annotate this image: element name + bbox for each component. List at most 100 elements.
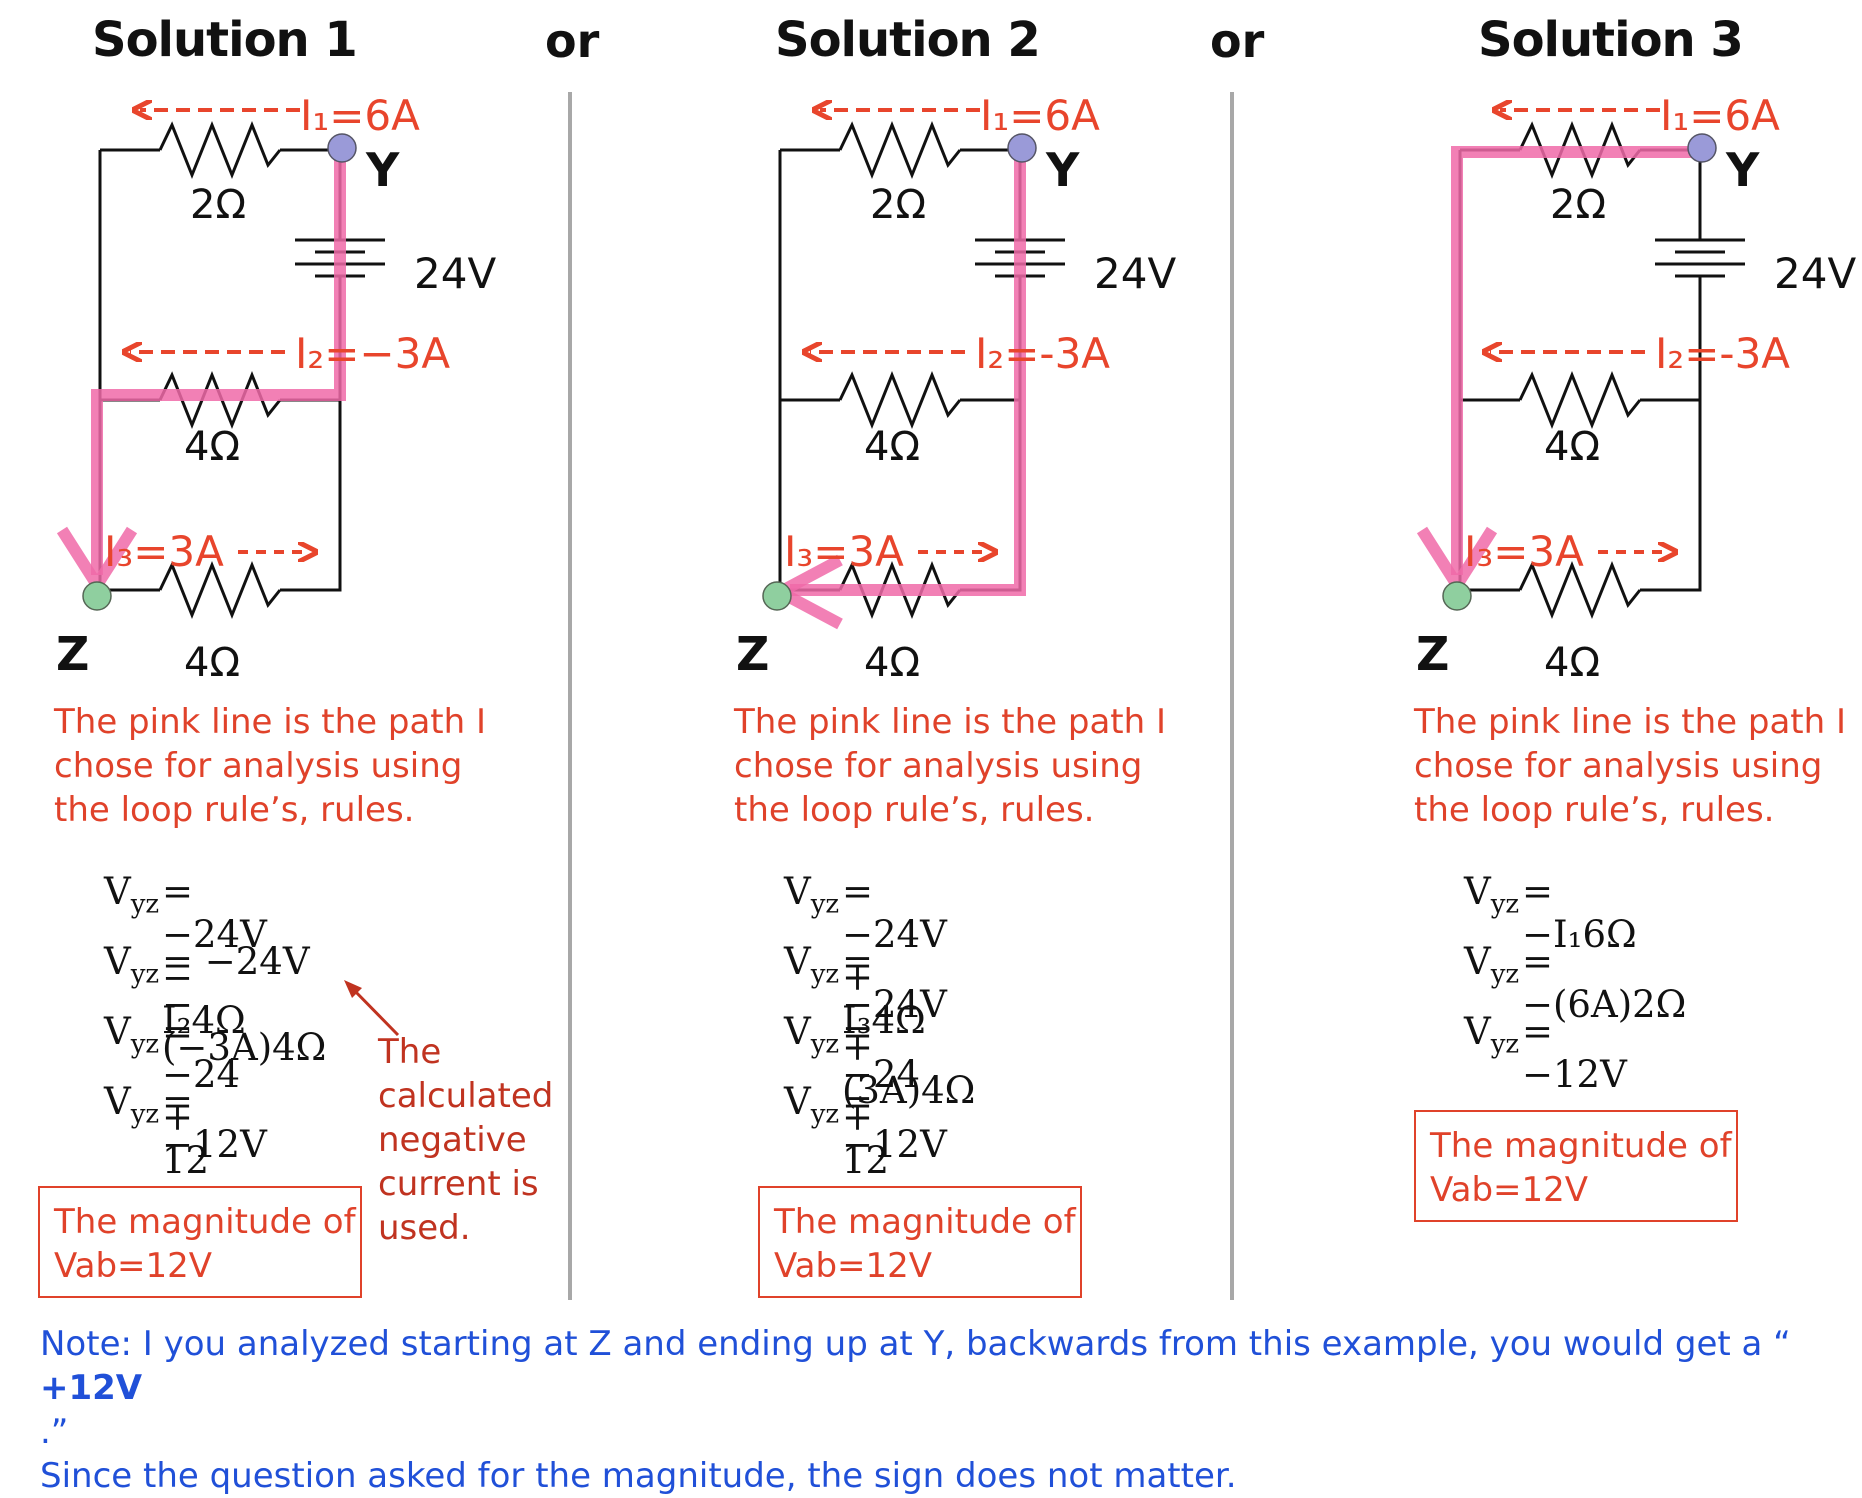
circuit-diagram-2: I₁=6A I₂=-3A I₃=3A 2Ω 4Ω 4Ω 24V Y Z — [736, 91, 1176, 686]
i3-label: I₃=3A — [1464, 527, 1584, 576]
divider-right — [1230, 92, 1234, 1300]
magnitude-box-3: The magnitude of Vab=12V — [1414, 1110, 1738, 1222]
description-line-3: the loop rule’s, rules. — [1414, 790, 1775, 830]
magnitude-line-1: The magnitude of — [774, 1202, 1076, 1242]
description-line-2: chose for analysis using — [734, 746, 1143, 786]
title-solution-3: Solution 3 — [1478, 12, 1744, 68]
r1-label: 2Ω — [190, 182, 246, 228]
loop-path — [91, 150, 346, 575]
footnote: Note: I you analyzed starting at Z and e… — [40, 1322, 1791, 1498]
magnitude-box-1: The magnitude of Vab=12V — [38, 1186, 362, 1298]
node-y-label: Y — [1045, 143, 1080, 197]
title-solution-1: Solution 1 — [92, 12, 358, 68]
r2-label: 4Ω — [1544, 424, 1600, 470]
equation-rhs: = −24V − (−3A)4Ω — [162, 940, 327, 1069]
note-line: current is — [378, 1164, 539, 1204]
node-z-label: Z — [1416, 627, 1449, 681]
footnote-bold-value: +12V — [40, 1368, 143, 1408]
node-y-dot — [1687, 133, 1717, 163]
description-line-2: chose for analysis using — [54, 746, 463, 786]
note-line: negative — [378, 1120, 527, 1160]
battery-label: 24V — [1094, 249, 1176, 298]
magnitude-line-2: Vab=12V — [1430, 1170, 1589, 1210]
description-line-1: The pink line is the path I — [1414, 702, 1846, 742]
node-z-label: Z — [56, 627, 89, 681]
loop-path — [790, 150, 1026, 596]
solution-3-panel: I₁=6A I₂=-3A I₃=3A 2Ω 4Ω 4Ω 24V Y Z The … — [1360, 0, 1862, 1300]
description-line-1: The pink line is the path I — [734, 702, 1166, 742]
equation-rhs: = −24V − I₂4Ω — [162, 870, 267, 1042]
node-y-label: Y — [365, 143, 400, 197]
equation-lhs: Vyz — [784, 1010, 840, 1060]
negative-current-note: The calculated negative current is used. — [378, 1030, 553, 1250]
r3-label: 4Ω — [864, 640, 920, 686]
circuit-diagram-1: I₁=6A I₂=−3A I₃=3A 2Ω 4Ω 4Ω 24V Y Z — [56, 91, 496, 1037]
resistor-2ohm — [158, 120, 282, 180]
equation-lhs: Vyz — [1464, 940, 1520, 990]
i2-label: I₂=-3A — [975, 329, 1110, 378]
r3-label: 4Ω — [1544, 640, 1600, 686]
description-line-2: chose for analysis using — [1414, 746, 1823, 786]
node-z-label: Z — [736, 627, 769, 681]
node-z-dot — [82, 581, 112, 611]
equation-lhs: Vyz — [784, 940, 840, 990]
equation-lhs: Vyz — [104, 870, 160, 920]
r1-label: 2Ω — [870, 182, 926, 228]
i1-label: I₁=6A — [1660, 91, 1780, 140]
title-solution-2: Solution 2 — [775, 12, 1041, 68]
equation-rhs: = −24 + 12 — [842, 1010, 921, 1182]
magnitude-line-2: Vab=12V — [774, 1246, 933, 1286]
battery-label: 24V — [414, 249, 496, 298]
node-z-dot — [1442, 581, 1472, 611]
node-y-label: Y — [1725, 143, 1760, 197]
equation-lhs: Vyz — [784, 870, 840, 920]
description-3: The pink line is the path I chose for an… — [1414, 700, 1862, 832]
resistor-4ohm-middle — [838, 370, 962, 430]
description-line-3: the loop rule’s, rules. — [54, 790, 415, 830]
node-y-dot — [1007, 133, 1037, 163]
i1-label: I₁=6A — [980, 91, 1100, 140]
note-line: used. — [378, 1208, 471, 1248]
divider-left — [568, 92, 572, 1300]
magnitude-box-2: The magnitude of Vab=12V — [758, 1186, 1082, 1298]
note-pointer-arrow — [348, 984, 400, 1037]
note-line: The — [378, 1032, 442, 1072]
or-separator-1: or — [545, 14, 600, 68]
equation-rhs: = −(6A)2Ω — [1522, 940, 1687, 1026]
loop-path — [1451, 146, 1700, 575]
magnitude-line-1: The magnitude of — [54, 1202, 356, 1242]
equation-rhs: = −12V — [162, 1080, 267, 1166]
resistor-4ohm-middle — [1518, 370, 1642, 430]
equation-lhs: Vyz — [1464, 1010, 1520, 1060]
description-line-1: The pink line is the path I — [54, 702, 486, 742]
equation-rhs: = −24V + (3A)4Ω — [842, 940, 976, 1112]
i3-label: I₃=3A — [104, 527, 224, 576]
solution-2-panel: I₁=6A I₂=-3A I₃=3A 2Ω 4Ω 4Ω 24V Y Z The … — [680, 0, 1300, 1300]
equation-lhs: Vyz — [104, 940, 160, 990]
equation-lhs: Vyz — [104, 1010, 160, 1060]
i3-label: I₃=3A — [784, 527, 904, 576]
description-line-3: the loop rule’s, rules. — [734, 790, 1095, 830]
note-pointer-arrowhead — [344, 980, 362, 998]
resistor-4ohm-bottom — [158, 560, 282, 620]
r1-label: 2Ω — [1550, 182, 1606, 228]
i1-label: I₁=6A — [300, 91, 420, 140]
equation-rhs: = −12V — [842, 1080, 947, 1166]
equation-rhs: = −12V — [1522, 1010, 1627, 1096]
footnote-line-2: Since the question asked for the magnitu… — [40, 1456, 1237, 1496]
solution-1-panel: I₁=6A I₂=−3A I₃=3A 2Ω 4Ω 4Ω 24V Y Z The … — [0, 0, 620, 1300]
note-line: calculated — [378, 1076, 554, 1116]
i2-label: I₂=-3A — [1655, 329, 1790, 378]
description-2: The pink line is the path I chose for an… — [734, 700, 1254, 832]
node-y-dot — [327, 133, 357, 163]
circuit-diagram-3: I₁=6A I₂=-3A I₃=3A 2Ω 4Ω 4Ω 24V Y Z — [1416, 91, 1856, 686]
or-separator-2: or — [1210, 14, 1265, 68]
equation-lhs: Vyz — [1464, 870, 1520, 920]
resistor-4ohm-bottom — [1518, 560, 1642, 620]
r3-label: 4Ω — [184, 640, 240, 686]
equation-lhs: Vyz — [784, 1080, 840, 1130]
magnitude-line-2: Vab=12V — [54, 1246, 213, 1286]
r2-label: 4Ω — [184, 424, 240, 470]
equation-rhs: = −I₁6Ω — [1522, 870, 1637, 956]
equation-lhs: Vyz — [104, 1080, 160, 1130]
